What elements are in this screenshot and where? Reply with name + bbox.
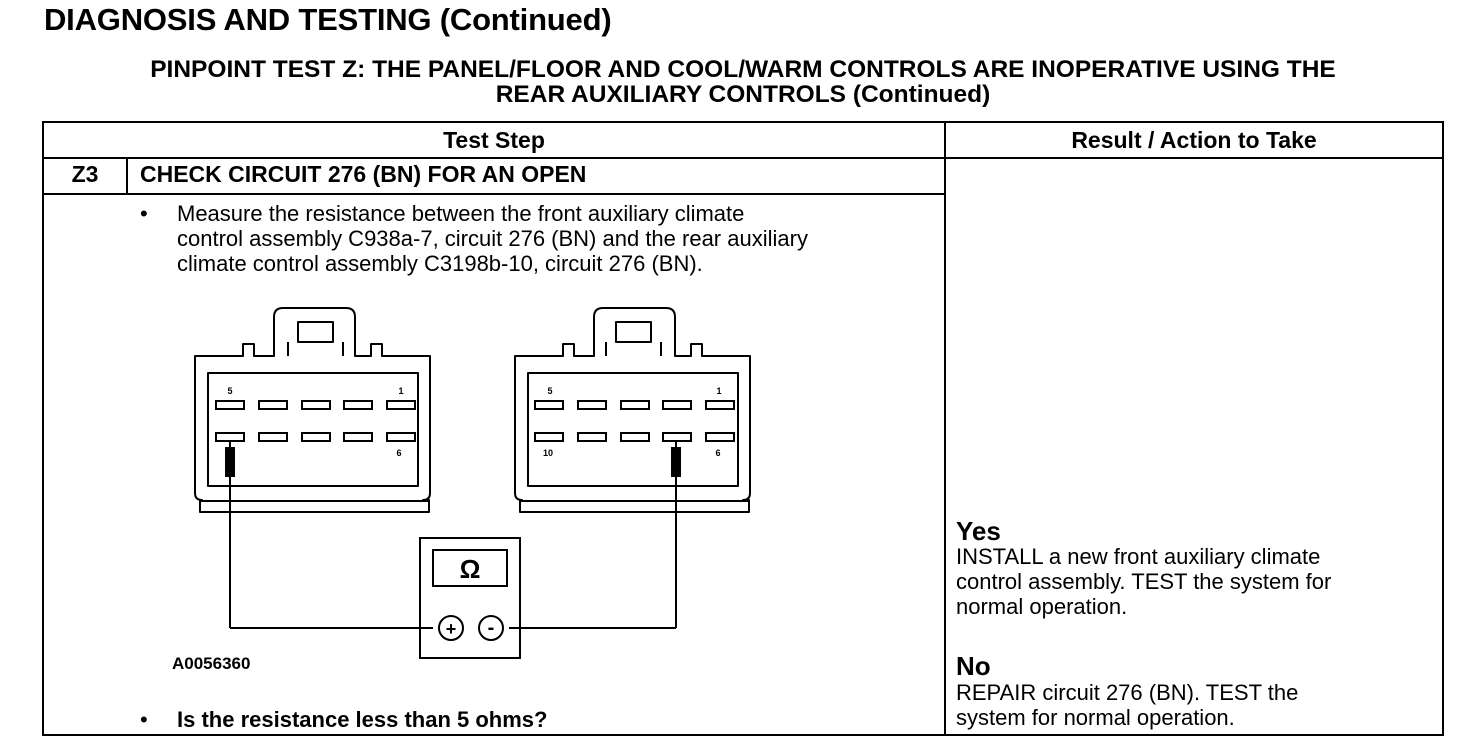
test-leads: [225, 440, 681, 629]
test-title-line-2: REAR AUXILIARY CONTROLS (Continued): [495, 81, 991, 108]
instruction-line-1: Measure the resistance between the front…: [177, 201, 745, 226]
pin-slot: [301, 400, 331, 410]
pin-slot: [386, 400, 416, 410]
header-test-step: Test Step: [443, 127, 545, 153]
pin-slot: [577, 400, 607, 410]
yes-line-1: INSTALL a new front auxiliary climate: [956, 544, 1321, 569]
pin-slot: [620, 400, 650, 410]
pin-slot: [620, 432, 650, 442]
header-divider: [44, 157, 1442, 159]
pin-slot: [258, 432, 288, 442]
pin-slot: [215, 400, 245, 410]
step-id-divider: [126, 158, 128, 194]
pin-slot: [662, 432, 692, 442]
figure-id: A0056360: [172, 654, 250, 673]
pin-slot: [343, 432, 373, 442]
left-pin-label-1: 1: [398, 386, 403, 396]
instruction-line-3: climate control assembly C3198b-10, circ…: [177, 251, 703, 276]
right-pin-label-6: 6: [715, 448, 720, 458]
no-line-2: system for normal operation.: [956, 705, 1235, 730]
question-bullet: •: [140, 707, 148, 732]
left-pin-label-6: 6: [396, 448, 401, 458]
instruction-line-2: control assembly C938a-7, circuit 276 (B…: [177, 226, 808, 251]
step-title: CHECK CIRCUIT 276 (BN) FOR AN OPEN: [140, 161, 587, 187]
pin-slot: [705, 400, 735, 410]
test-title-line-1: PINPOINT TEST Z: THE PANEL/FLOOR AND COO…: [150, 56, 1336, 83]
result-yes-text: INSTALL a new front auxiliary climate co…: [956, 544, 1331, 619]
left-pin-label-5: 5: [227, 386, 232, 396]
front-connector-c938a: [194, 307, 431, 513]
pin-slot: [301, 432, 331, 442]
ohmmeter: [419, 537, 521, 659]
step-row-divider: [44, 193, 944, 195]
instruction-bullet: •: [140, 201, 148, 226]
rear-connector-c3198b: [514, 307, 751, 513]
question-text: Is the resistance less than 5 ohms?: [177, 707, 548, 732]
meter-minus-terminal: -: [488, 617, 495, 639]
result-no-label: No: [956, 651, 991, 681]
column-divider: [944, 123, 946, 736]
result-no-text: REPAIR circuit 276 (BN). TEST the system…: [956, 680, 1298, 730]
pin-slot: [662, 400, 692, 410]
pin-slot: [705, 432, 735, 442]
pin-slot: [534, 400, 564, 410]
page-heading: DIAGNOSIS AND TESTING (Continued): [44, 2, 612, 37]
test-table: Test Step Result / Action to Take Z3 CHE…: [42, 121, 1444, 736]
right-pin-label-1: 1: [716, 386, 721, 396]
pin-slot: [258, 400, 288, 410]
pin-slot: [215, 432, 245, 442]
right-pin-label-10: 10: [543, 448, 553, 458]
result-yes-label: Yes: [956, 516, 1001, 546]
ohm-symbol: Ω: [460, 554, 481, 584]
instruction-text: Measure the resistance between the front…: [177, 201, 808, 276]
header-result-action: Result / Action to Take: [1071, 127, 1317, 153]
right-pin-label-5: 5: [547, 386, 552, 396]
yes-line-2: control assembly. TEST the system for: [956, 569, 1332, 594]
pin-slot: [577, 432, 607, 442]
pin-slot: [534, 432, 564, 442]
pin-slot: [343, 400, 373, 410]
yes-line-3: normal operation.: [956, 594, 1128, 619]
pinpoint-test-title: PINPOINT TEST Z: THE PANEL/FLOOR AND COO…: [42, 57, 1444, 107]
no-line-1: REPAIR circuit 276 (BN). TEST the: [956, 680, 1299, 705]
pin-slot: [386, 432, 416, 442]
meter-plus-terminal: +: [446, 619, 457, 639]
step-id: Z3: [71, 161, 99, 187]
connector-pin-slots: [215, 400, 735, 442]
